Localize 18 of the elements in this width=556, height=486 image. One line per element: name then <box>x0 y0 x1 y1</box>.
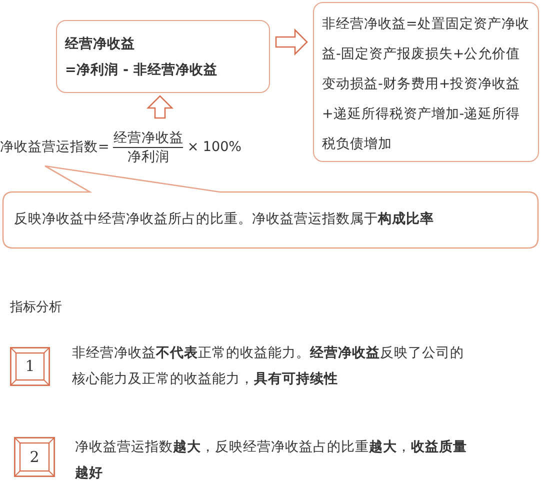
denominator-text: 净利润 <box>127 148 170 166</box>
callout-text: 反映净收益中经营净收益所占的比重。净收益营运指数属于构成比率 <box>14 210 435 229</box>
number-badge: 1 <box>10 347 50 386</box>
hollow-arrow <box>275 28 308 56</box>
section-heading: 指标分析 <box>10 299 62 316</box>
definition-box <box>313 2 539 162</box>
formula-box <box>56 20 270 93</box>
analysis-text: 净收益营运指数越大，反映经营净收益占的比重越大，收益质量越好 <box>75 438 468 483</box>
hollow-arrow <box>146 95 174 119</box>
formula-text: 净收益营运指数= <box>0 138 110 156</box>
number-badge: 2 <box>14 437 55 477</box>
formula-text: 经营净收益 <box>65 35 136 54</box>
formula-text: =净利润 - 非经营净收益 <box>65 61 218 80</box>
numerator-text: 经营净收益 <box>113 128 184 148</box>
speech-bubble <box>2 165 539 249</box>
formula-text: × 100% <box>187 139 242 155</box>
formula-text: 非经营净收益=处置固定资产净收益-固定资产报废损失+公允价值变动损益-财务费用+投资净收益+递延所得税资产增加-递延所得税负债增加 <box>322 15 530 154</box>
analysis-text: 非经营净收益不代表正常的收益能力。经营净收益反映了公司的核心能力及正常的收益能力，具有可持续性 <box>72 344 465 389</box>
